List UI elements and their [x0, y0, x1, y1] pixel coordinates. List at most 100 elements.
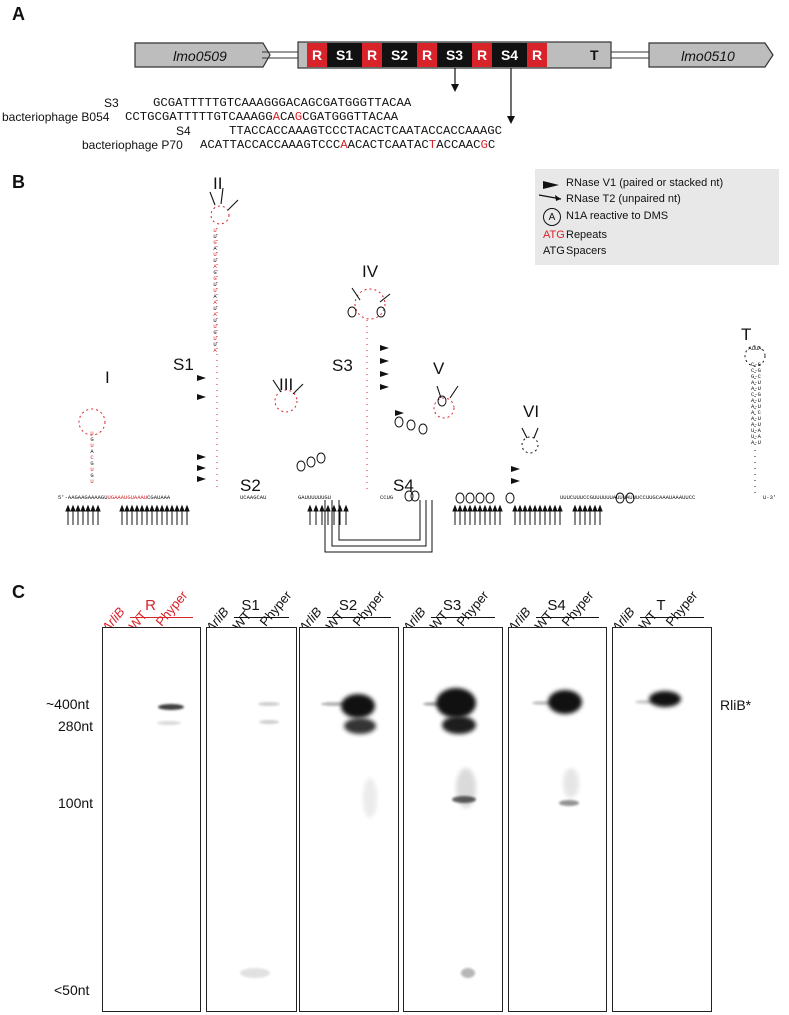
blot-band	[240, 968, 270, 978]
array-repeat-4: R	[417, 43, 437, 67]
b054-mismatch-1: A	[272, 110, 280, 124]
nucleotide: U	[213, 323, 217, 330]
b054-seq-c: CGATGGGTTACAA	[302, 110, 399, 124]
blot-title-underline	[327, 617, 391, 618]
blot-band	[158, 704, 184, 710]
hairpin-T-loop: AUUA	[748, 345, 762, 352]
secondary-structure-drawing	[65, 187, 766, 553]
dms-reactive-circles	[296, 306, 635, 504]
baseline-cleavage-arrows	[65, 504, 603, 525]
array-spacer-s4: S4	[492, 43, 527, 67]
blot-panel-s3	[403, 627, 503, 1012]
nucleotide: G	[213, 275, 217, 282]
legend-symbols	[538, 181, 562, 201]
panel-b-letter: B	[12, 172, 25, 192]
nucleotide: U	[90, 442, 94, 449]
panel-a-letter: A	[12, 4, 25, 24]
nucleotide: A-U	[751, 415, 761, 422]
legend-v1: RNase V1 (paired or stacked nt)	[566, 177, 724, 189]
b054-seq-a: GCGATTTTTGTCAAAGG	[147, 110, 273, 124]
blot-title-s4: S4	[547, 597, 566, 614]
blot-panel-s2	[299, 627, 399, 1012]
hairpin-label-V: V	[433, 359, 445, 378]
array-repeat-8: R	[527, 43, 547, 67]
blot-band	[423, 702, 445, 706]
spacer-label-S1: S1	[173, 355, 194, 374]
nucleotide: A-U	[751, 379, 761, 386]
s2-linker-seq: UCAAGCAU	[240, 494, 267, 501]
p70-label: bacteriophage P70	[82, 138, 183, 152]
p70-seq-d: C	[487, 138, 496, 152]
nucleotide: A-U	[751, 439, 761, 446]
b054-label: bacteriophage B054	[2, 110, 110, 124]
array-repeat-0: R	[307, 43, 327, 67]
hairpin-label-II: II	[213, 174, 223, 193]
blot-title-t: T	[656, 597, 666, 614]
gene-arrow-right	[648, 42, 774, 68]
nucleotide: A C	[751, 409, 761, 416]
v1-cleavage-marks	[197, 345, 520, 484]
hairpin-label-I: I	[105, 368, 110, 387]
blot-band	[635, 700, 655, 704]
marker-400nt: ~400nt	[46, 696, 90, 712]
blot-band	[258, 702, 280, 706]
spacer-label-S4: S4	[393, 476, 414, 495]
legend-dms: N1A reactive to DMS	[566, 210, 669, 222]
array-repeat-6: R	[472, 43, 492, 67]
nucleotide: U	[213, 281, 217, 288]
blot-band	[344, 718, 376, 734]
panel-c-letter: C	[12, 582, 25, 602]
blot-title-s2: S2	[338, 597, 358, 614]
blot-band	[363, 778, 377, 818]
nucleotide: U	[213, 341, 217, 348]
nucleotide: U	[213, 251, 217, 258]
p70-mismatch-1: A	[340, 138, 348, 152]
b054-mismatch-2: G	[294, 110, 303, 124]
nucleotide: G	[213, 269, 217, 276]
blot-band	[157, 721, 181, 725]
blot-band	[259, 720, 279, 724]
hairpin-label-VI: VI	[523, 402, 540, 421]
blot-title-underline	[130, 617, 193, 618]
right-baseline-seq: UUUCUUUCCGUUUUUUAUUUAUUUCCUUGCAAAUAAAUUC…	[560, 494, 696, 501]
blot-title-underline	[431, 617, 495, 618]
rna-baseline-left: 5'-AAGAAGAAAAGUUGAAAUGUAAAUCGAUAAA	[58, 495, 170, 501]
blot-band	[436, 688, 476, 718]
p70-mismatch-2: T	[428, 138, 437, 152]
nucleotide: A	[213, 347, 217, 354]
spacer-label-S2: S2	[240, 476, 261, 495]
hairpin-label-T: T	[741, 325, 752, 344]
blot-title-underline	[234, 617, 289, 618]
v1-triangle-icon	[543, 181, 559, 189]
nucleotide: C-G	[751, 361, 761, 368]
array-spacer-s3: S3	[437, 43, 472, 67]
hairpin-label-IV: IV	[362, 262, 379, 281]
b054-seq-b: CA	[279, 110, 295, 124]
nucleotide: C	[90, 454, 94, 461]
gene-right-label: lmo0510	[681, 47, 735, 64]
nucleotide: A	[213, 299, 217, 306]
legend-repeats: Repeats	[566, 229, 607, 241]
nucleotide: U	[213, 335, 217, 342]
t2-cleavage-marks	[209, 187, 539, 439]
blot-title-r: R	[145, 597, 156, 614]
nucleotide: G-C	[751, 373, 761, 380]
nucleotide: G	[90, 472, 94, 479]
spacers-glyph: ATG	[543, 245, 565, 257]
s4-sequence: TTACCACCAAAGTCCCTACACTCAATACCACCAAAGC	[229, 124, 503, 138]
blot-title-s3: S3	[442, 597, 462, 614]
five-prime-seq: 5'-AAGAAGAAAAGU	[58, 494, 108, 501]
nucleotide: U-A	[751, 433, 761, 440]
nucleotide: U	[90, 466, 94, 473]
blot-band	[341, 694, 375, 718]
nucleotide: U	[213, 287, 217, 294]
nucleotide: U	[213, 233, 217, 240]
blot-band	[548, 690, 582, 714]
s3-sequence: GCGATTTTTGTCAAAGGGACAGCGATGGGTTACAA	[153, 96, 412, 110]
legend-t2: RNase T2 (unpaired nt)	[566, 193, 681, 205]
blot-title-underline	[640, 617, 704, 618]
p70-mismatch-3: G	[480, 138, 488, 152]
p70-seq-c: ACCAAC	[436, 138, 481, 152]
blot-title-s1: S1	[241, 597, 260, 614]
